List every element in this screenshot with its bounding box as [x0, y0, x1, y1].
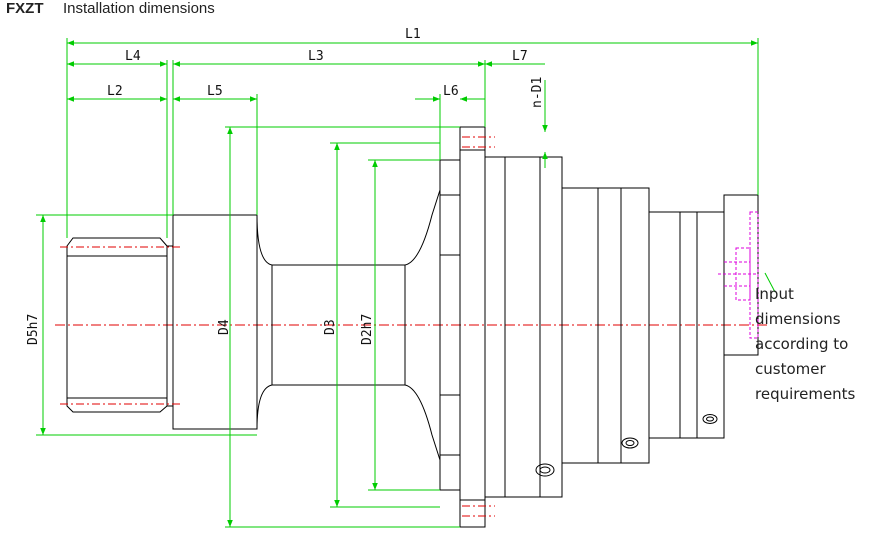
model-code: FXZT: [6, 0, 44, 17]
dimension-lines: [40, 40, 776, 527]
hole-axes: [60, 136, 495, 517]
label-L6: L6: [443, 84, 459, 99]
dimension-labels: L1 L4 L3 L7 L2 L5 L6 n-D1 D5h7 D4 D3 D2h…: [26, 27, 545, 345]
input-interface: [718, 211, 759, 339]
output-spline: [66, 237, 174, 413]
plug-1: [535, 463, 555, 477]
note-line: requirements: [755, 385, 856, 403]
note-line: according to: [755, 335, 849, 353]
plug-2: [621, 437, 639, 449]
label-D2: D2h7: [360, 314, 375, 345]
label-nD1: n-D1: [530, 77, 545, 108]
label-L4: L4: [125, 49, 141, 64]
label-D5: D5h7: [26, 314, 41, 345]
gearbox-outline: [66, 126, 759, 528]
plug-3: [702, 414, 718, 424]
label-L3: L3: [308, 49, 324, 64]
label-D4: D4: [217, 319, 232, 335]
extension-lines: [36, 38, 759, 528]
label-L2: L2: [107, 84, 123, 99]
gear-stages: [484, 156, 725, 498]
input-note: Input dimensions according to customer r…: [755, 282, 877, 407]
note-leader: [764, 272, 776, 293]
note-line: customer: [755, 360, 826, 378]
label-L1: L1: [405, 27, 421, 42]
label-L7: L7: [512, 49, 528, 64]
label-D3: D3: [323, 319, 338, 335]
drawing-heading: Installation dimensions: [63, 0, 215, 17]
label-L5: L5: [207, 84, 223, 99]
output-collar: [172, 214, 258, 430]
note-line: Input dimensions: [755, 285, 841, 328]
output-flange: [439, 126, 486, 528]
input-flange: [723, 194, 759, 356]
